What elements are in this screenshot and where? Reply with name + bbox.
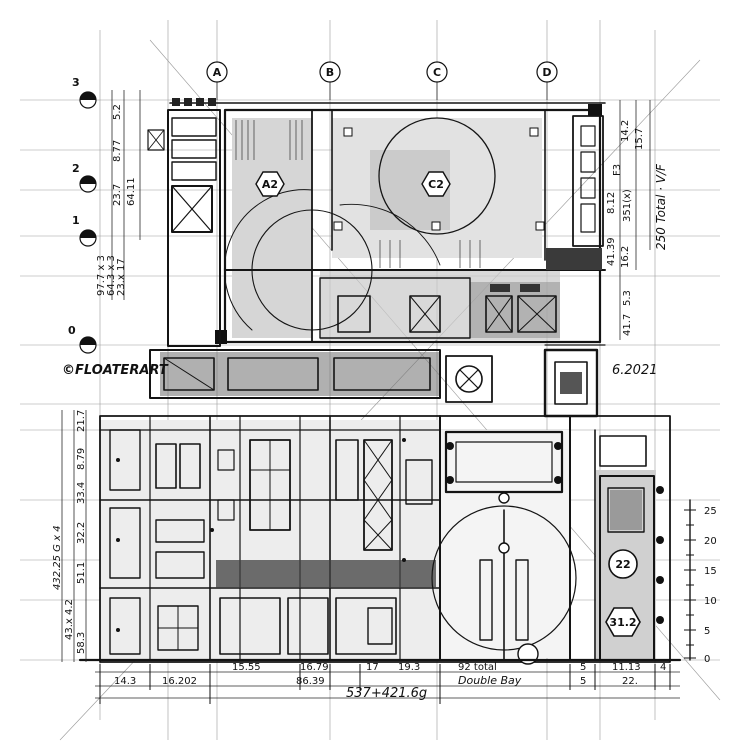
tag-c2: C2: [421, 171, 451, 197]
svg-text:C: C: [433, 66, 441, 79]
row-label-2: 2: [72, 162, 80, 175]
svg-text:15.7: 15.7: [634, 128, 645, 150]
svg-text:5.3: 5.3: [622, 290, 633, 306]
svg-text:A2: A2: [262, 178, 278, 191]
svg-text:5: 5: [580, 662, 586, 673]
grid-row-markers: 3 2 1 0: [68, 76, 97, 354]
svg-text:351(x): 351(x): [622, 189, 633, 222]
svg-text:19.3: 19.3: [398, 662, 420, 673]
svg-text:43.x 4.2: 43.x 4.2: [64, 599, 75, 640]
middle-band: [149, 344, 606, 418]
svg-text:97.7 x 3: 97.7 x 3: [96, 255, 107, 296]
svg-text:4: 4: [660, 662, 666, 673]
grid-column-markers: A B C D: [206, 61, 558, 100]
svg-text:41.7: 41.7: [622, 314, 633, 336]
svg-text:250 Total · V/F: 250 Total · V/F: [654, 163, 668, 250]
svg-text:5: 5: [580, 676, 586, 687]
svg-text:A: A: [213, 66, 222, 79]
svg-text:537+421.6g: 537+421.6g: [346, 686, 427, 701]
drawing-date: 6.2021: [612, 363, 658, 378]
grid-bubble-a: A: [206, 61, 228, 83]
grid-bubble-b: B: [319, 61, 341, 83]
svg-text:22.: 22.: [622, 676, 638, 687]
tag-22: 22: [608, 549, 638, 579]
svg-text:8.12: 8.12: [606, 192, 617, 214]
svg-text:5.2: 5.2: [112, 104, 123, 120]
svg-text:D: D: [542, 66, 551, 79]
grid-bubble-d: D: [536, 61, 558, 83]
tag-a2: A2: [255, 171, 285, 197]
svg-text:16.79: 16.79: [300, 662, 329, 673]
svg-text:20: 20: [704, 536, 717, 547]
row-label-0: 0: [68, 324, 76, 337]
svg-text:15: 15: [704, 566, 717, 577]
svg-text:14.2: 14.2: [620, 120, 631, 142]
svg-text:22: 22: [615, 558, 630, 571]
upper-plan: [147, 98, 606, 347]
svg-text:F3: F3: [612, 164, 623, 176]
svg-text:8.79: 8.79: [76, 448, 87, 470]
svg-text:25: 25: [704, 506, 717, 517]
svg-text:21.7: 21.7: [76, 410, 87, 432]
svg-text:23.7: 23.7: [112, 184, 123, 206]
svg-text:16.2: 16.2: [620, 246, 631, 268]
svg-text:0: 0: [704, 654, 710, 665]
svg-text:16.202: 16.202: [162, 676, 197, 687]
svg-text:64.11: 64.11: [126, 177, 137, 206]
left-dimensions-lower: 432.25 G x 4 21.7 8.79 33.4 32.2 51.1 43…: [52, 410, 87, 662]
svg-text:5: 5: [704, 626, 710, 637]
svg-text:32.2: 32.2: [76, 522, 87, 544]
svg-text:31.2: 31.2: [609, 616, 636, 629]
svg-text:432.25 G x 4: 432.25 G x 4: [52, 525, 63, 590]
bottom-dimensions: 14.3 16.202 15.55 16.79 17 19.3 92 total…: [95, 662, 680, 704]
artist-signature: ©FLOATERART: [62, 363, 169, 378]
right-dimensions-upper: 14.2 15.7 F3 8.12 351(x) 250 Total · V/F…: [606, 100, 668, 340]
svg-text:15.55: 15.55: [232, 662, 261, 673]
svg-text:C2: C2: [428, 178, 444, 191]
svg-text:Double Bay: Double Bay: [458, 674, 522, 687]
svg-text:23.x 17: 23.x 17: [116, 258, 127, 296]
svg-text:86.39: 86.39: [296, 676, 325, 687]
row-label-1: 1: [72, 214, 80, 227]
svg-text:51.1: 51.1: [76, 562, 87, 584]
svg-text:B: B: [326, 66, 334, 79]
tag-31-2: 31.2: [605, 607, 641, 637]
svg-text:8.77: 8.77: [112, 140, 123, 162]
svg-text:58.3: 58.3: [76, 632, 87, 654]
svg-text:17: 17: [366, 662, 379, 673]
svg-text:10: 10: [704, 596, 717, 607]
svg-text:14.3: 14.3: [114, 676, 136, 687]
row-label-3: 3: [72, 76, 80, 89]
lower-elevation: [78, 415, 682, 665]
left-dimensions-upper: 5.2 8.77 23.7 64.11 97.7 x 3 64.3 x 3 23…: [96, 90, 141, 300]
svg-text:92 total: 92 total: [458, 662, 497, 673]
svg-text:33.4: 33.4: [76, 482, 87, 504]
scale-bar: 25 20 15 10 5 0: [684, 499, 717, 665]
svg-text:11.13: 11.13: [612, 662, 641, 673]
svg-text:41.39: 41.39: [606, 237, 617, 266]
svg-text:64.3 x 3: 64.3 x 3: [106, 255, 117, 296]
grid-bubble-c: C: [426, 61, 448, 83]
